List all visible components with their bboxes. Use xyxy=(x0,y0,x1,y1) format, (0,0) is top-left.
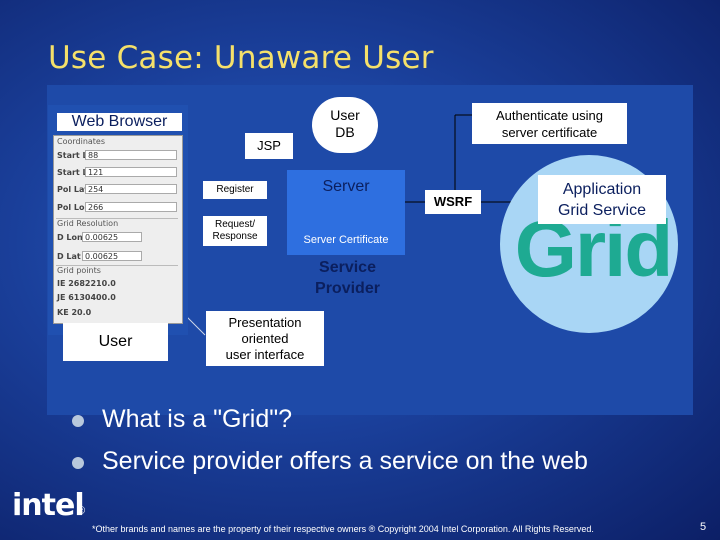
user-db-line1: User xyxy=(330,107,360,123)
start-lon-label: Start Lon xyxy=(57,168,99,177)
bullet-text: What is a "Grid"? xyxy=(102,405,293,433)
server-label: Server xyxy=(322,178,370,195)
authenticate-box: Authenticate using server certificate xyxy=(472,103,627,144)
bullet-dot-icon xyxy=(72,457,84,469)
presentation-box: Presentation oriented user interface xyxy=(206,311,324,366)
pol-lat-field: 254 xyxy=(85,184,177,194)
service-provider-label: Service Provider xyxy=(300,257,395,299)
service-provider-line2: Provider xyxy=(315,280,380,297)
wsrf-box: WSRF xyxy=(425,190,481,214)
application-line2: Grid Service xyxy=(557,202,647,219)
start-lat-field: 88 xyxy=(85,150,177,160)
pol-lon-field: 266 xyxy=(85,202,177,212)
service-provider-line1: Service xyxy=(319,259,376,276)
divider xyxy=(56,218,178,219)
bullet-dot-icon xyxy=(72,415,84,427)
browser-screenshot: Coordinates Start Lat 88 Start Lon 121 P… xyxy=(53,135,183,324)
d-lat-label: D Lat xyxy=(57,252,81,261)
server-certificate-label: Server Certificate xyxy=(303,234,389,246)
coordinates-group-label: Coordinates xyxy=(57,137,106,146)
bullet-text: Service provider offers a service on the… xyxy=(102,447,588,475)
application-grid-service-box: Application Grid Service xyxy=(538,175,666,224)
slide-title: Use Case: Unaware User xyxy=(48,40,434,76)
grid-points-group-label: Grid points xyxy=(57,266,101,275)
server-box xyxy=(287,170,405,255)
request-line2: Response xyxy=(212,231,258,242)
d-lon-label: D Lon xyxy=(57,233,83,242)
web-browser-label: Web Browser xyxy=(57,113,182,131)
jsp-box: JSP xyxy=(245,133,293,159)
d-lat-field: 0.00625 xyxy=(82,251,142,261)
user-box: User xyxy=(63,323,168,361)
ie-value: IE 2682210.0 xyxy=(57,279,116,288)
intel-logo: intel xyxy=(12,488,85,523)
d-lon-field: 0.00625 xyxy=(82,232,142,242)
presentation-line2: oriented xyxy=(241,331,289,346)
presentation-line3: user interface xyxy=(225,347,305,362)
authenticate-line2: server certificate xyxy=(501,125,598,140)
ke-value: KE 20.0 xyxy=(57,308,92,317)
start-lat-label: Start Lat xyxy=(57,151,97,160)
registered-mark: ® xyxy=(77,505,86,517)
application-line1: Application xyxy=(562,181,642,198)
pol-lon-label: Pol Lon xyxy=(57,203,91,212)
authenticate-line1: Authenticate using xyxy=(496,108,603,123)
user-db-icon: User DB xyxy=(312,97,378,153)
request-line1: Request/ xyxy=(214,219,256,230)
divider xyxy=(56,265,178,266)
start-lon-field: 121 xyxy=(85,167,177,177)
pol-lat-label: Pol Lat xyxy=(57,185,89,194)
page-number: 5 xyxy=(700,521,707,533)
request-response-box: Request/ Response xyxy=(203,216,267,246)
footer-text: *Other brands and names are the property… xyxy=(92,524,594,534)
grid-resolution-group-label: Grid Resolution xyxy=(57,219,119,228)
register-box: Register xyxy=(203,181,267,199)
presentation-line1: Presentation xyxy=(228,315,302,330)
je-value: JE 6130400.0 xyxy=(57,293,116,302)
user-db-line2: DB xyxy=(335,124,355,140)
